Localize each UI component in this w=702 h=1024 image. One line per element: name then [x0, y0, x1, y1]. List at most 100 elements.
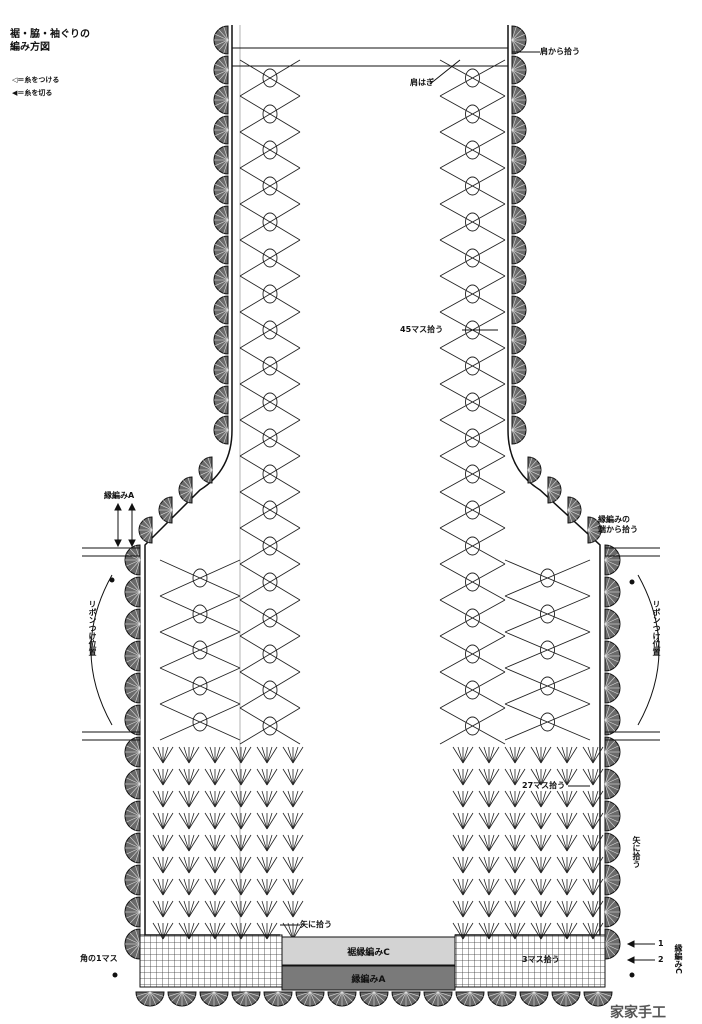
fan-stitch: [462, 856, 469, 874]
scallop-stitch: [511, 309, 525, 316]
fan-stitch: [292, 856, 304, 874]
scallop-stitch: [604, 937, 619, 945]
scallop-stitch: [597, 991, 604, 1005]
fan-stitch: [462, 856, 474, 874]
lace-zigzag: [239, 329, 301, 349]
fan-stitch: [566, 900, 573, 918]
fan-stitch: [292, 834, 299, 852]
scallop-stitch: [223, 69, 229, 84]
lace-zigzag: [159, 613, 241, 633]
scallop-stitch: [223, 416, 229, 431]
ribbon-arc-right: [637, 574, 660, 726]
fan-stitch: [561, 812, 568, 830]
scallop-stitch: [126, 649, 141, 657]
scallop-stitch: [135, 609, 141, 625]
scallop-stitch: [604, 553, 619, 561]
fan-stitch: [556, 834, 568, 852]
lace-diamond: [262, 176, 278, 196]
fan-stitch: [204, 834, 216, 852]
fan-stitch: [214, 900, 221, 918]
scallop-stitch: [511, 176, 517, 191]
scallop-stitch: [604, 929, 610, 945]
fan-stitch: [204, 878, 216, 896]
scallop-stitch: [511, 249, 522, 261]
legend-cut-yarn: ◀＝糸を切る: [12, 89, 53, 97]
fan-stitch: [488, 746, 495, 764]
fan-stitch: [266, 834, 278, 852]
scallop-stitch: [218, 249, 229, 261]
scallop-stitch: [511, 99, 522, 111]
scallop-stitch: [604, 719, 619, 727]
scallop-stitch: [604, 847, 610, 863]
fan-stitch: [235, 856, 242, 874]
fan-stitch: [587, 900, 594, 918]
scallop-stitch: [511, 94, 525, 101]
fan-stitch: [214, 746, 221, 764]
fan-stitch: [266, 746, 278, 764]
fan-stitch: [592, 790, 599, 808]
fan-stitch: [582, 746, 594, 764]
edge-a-arrows-left: [114, 502, 136, 548]
fan-stitch: [509, 812, 516, 830]
lace-diamond: [465, 284, 480, 304]
lace-diamond: [262, 680, 278, 700]
hem-grid-left: [139, 934, 283, 988]
scallop-stitch: [604, 623, 610, 639]
scallop-stitch: [488, 991, 503, 997]
scallop-stitch: [405, 991, 412, 1005]
scallop-stitch: [604, 591, 619, 599]
scallop-stitch: [511, 369, 525, 376]
scallop-stitch: [511, 69, 517, 84]
scallop-stitch: [215, 69, 229, 76]
fan-stitch: [540, 790, 547, 808]
scallop-stitch: [218, 69, 229, 81]
fan-stitch: [452, 812, 464, 830]
fan-stitch: [256, 790, 268, 808]
fan-stitch: [292, 922, 304, 940]
fan-stitch: [452, 790, 464, 808]
scallop-stitch: [223, 146, 229, 161]
ribbon-arc-left: [90, 574, 113, 726]
fan-stitch: [504, 856, 516, 874]
fan-stitch: [509, 790, 516, 808]
fan-stitch: [488, 834, 500, 852]
fan-stitch: [214, 768, 226, 786]
label-3-stitches: 3マス拾う: [522, 955, 560, 964]
scallop-stitch: [181, 991, 196, 997]
scallop-stitch: [511, 69, 522, 81]
lace-zigzag: [504, 649, 591, 669]
scallop-stitch: [511, 279, 522, 291]
fan-stitch: [183, 790, 190, 808]
hem-band-c: [281, 936, 456, 966]
lace-diamond: [540, 676, 555, 696]
fan-stitch: [488, 790, 495, 808]
fan-stitch: [514, 900, 526, 918]
fan-stitch: [240, 856, 247, 874]
fan-stitch: [488, 878, 495, 896]
scallop-stitch: [424, 991, 439, 997]
scallop-stitch: [235, 991, 247, 1002]
fan-stitch: [292, 746, 299, 764]
fan-stitch: [188, 812, 195, 830]
lace-zigzag: [439, 725, 506, 745]
fan-stitch: [582, 900, 594, 918]
lace-diamond: [192, 712, 208, 732]
scallop-stitch: [604, 783, 610, 799]
fan-stitch: [592, 812, 599, 830]
fan-stitch: [240, 746, 252, 764]
fan-stitch: [462, 834, 474, 852]
scallop-stitch: [218, 209, 229, 221]
fan-stitch: [483, 878, 490, 896]
scallop-stitch: [215, 279, 229, 286]
label-pickup-diag-right: 矢に拾う: [632, 836, 641, 868]
fan-stitch: [530, 768, 542, 786]
fan-stitch: [261, 900, 268, 918]
scallop-stitch: [129, 548, 141, 561]
fan-stitch: [292, 790, 299, 808]
scallop-stitch: [218, 99, 229, 111]
fan-stitch: [540, 900, 552, 918]
fan-stitch: [240, 900, 247, 918]
lace-zigzag: [239, 437, 301, 457]
fan-stitch: [157, 834, 164, 852]
